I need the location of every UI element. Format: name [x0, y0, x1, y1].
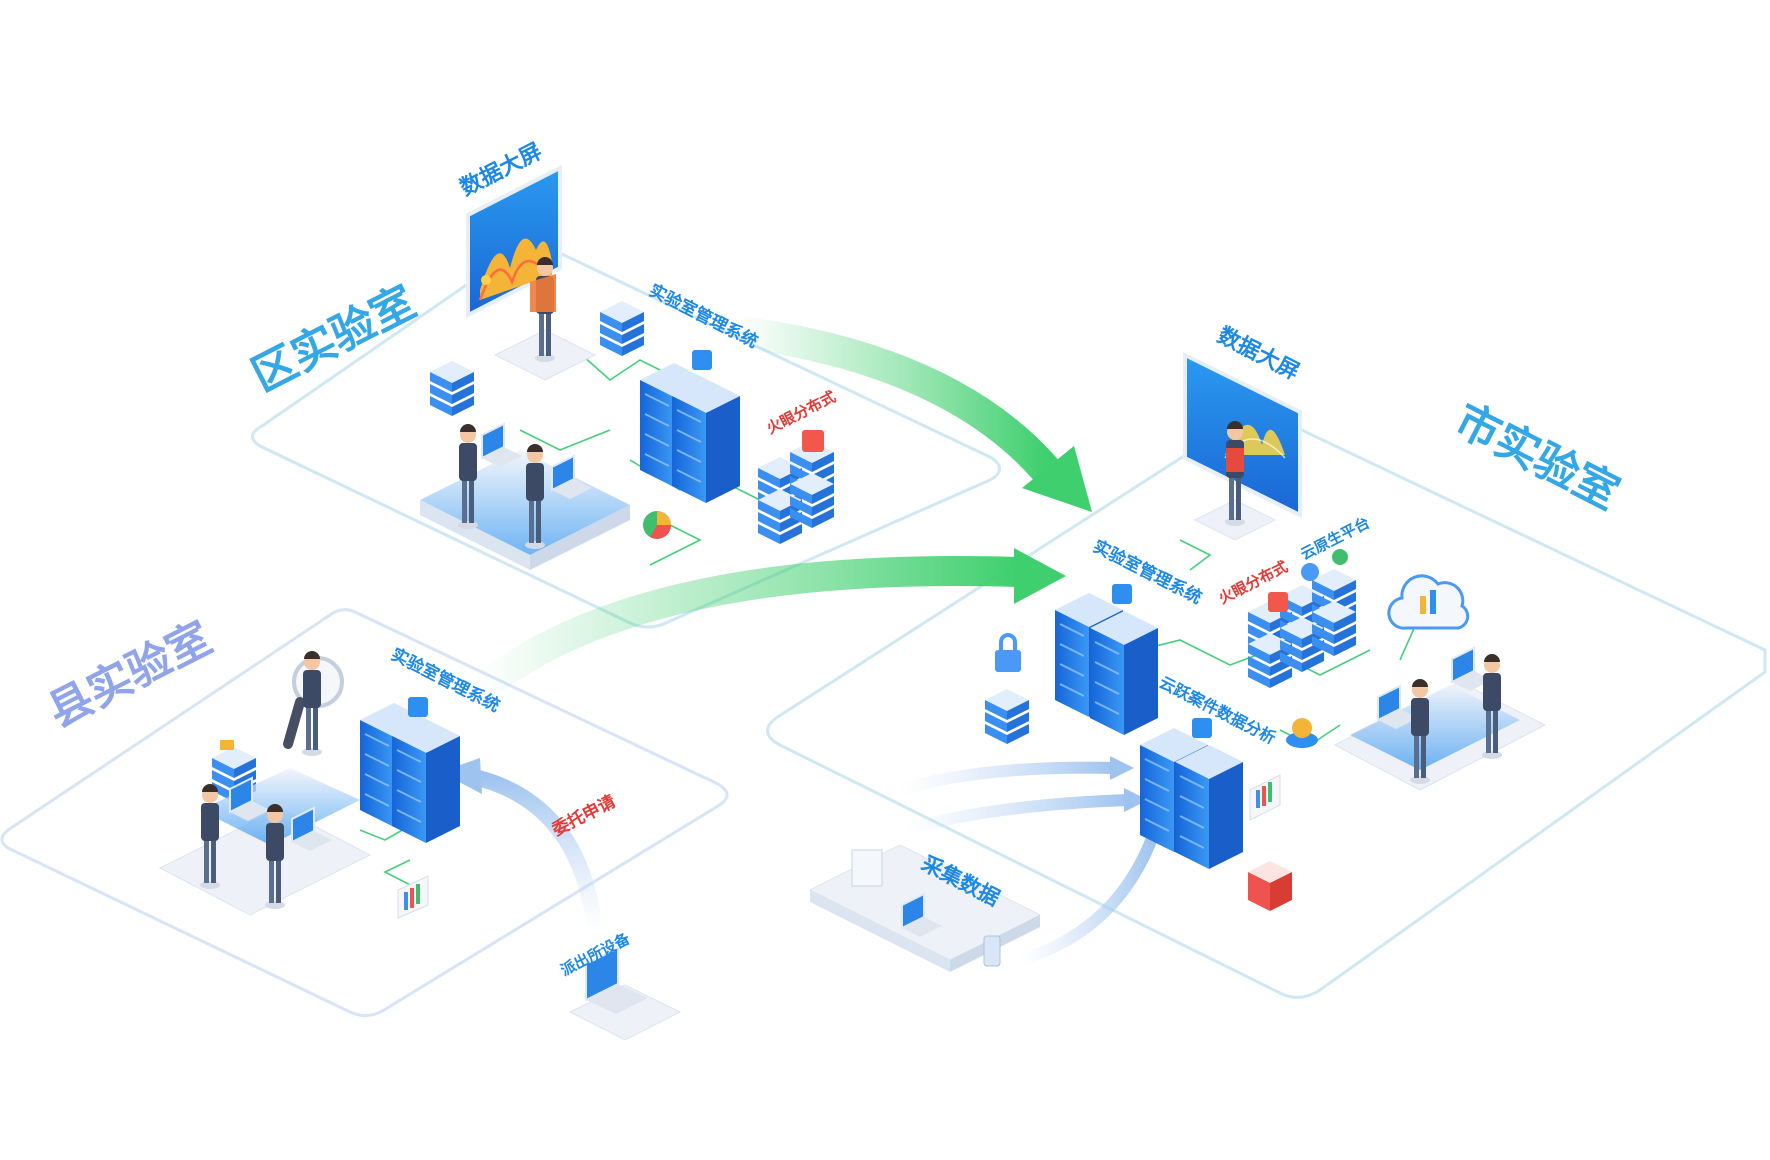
city-fire-eye-servers — [1248, 569, 1356, 688]
bar-chart-icon — [1249, 774, 1281, 821]
scale-icon — [408, 697, 428, 717]
shield-icon — [1192, 718, 1212, 738]
fire-eye-servers — [758, 430, 834, 544]
county-lab — [158, 651, 461, 919]
chrome-icon — [1332, 549, 1348, 565]
fire-eye-icon — [1268, 592, 1288, 612]
district-fire-label: 火眼分布式 — [764, 387, 839, 437]
city-lab-title: 市实验室 — [1447, 394, 1627, 519]
district-lab — [420, 164, 834, 570]
district-storage-top — [600, 301, 644, 356]
gear-icon — [1286, 718, 1318, 748]
police-device — [568, 946, 682, 1041]
district-lims-label: 实验室管理系统 — [646, 280, 762, 353]
fire-eye-icon — [802, 430, 824, 452]
county-zone-outline — [0, 608, 729, 1017]
scale-icon — [1112, 584, 1132, 604]
county-request-label: 委托申请 — [548, 791, 619, 841]
collect-platform — [808, 844, 1042, 972]
city-lab — [985, 351, 1547, 911]
city-storage — [985, 689, 1029, 744]
district-lab-title: 区实验室 — [244, 276, 424, 401]
district-to-city-arrow — [737, 316, 1092, 512]
pie-chart-icon — [643, 511, 671, 539]
request-arrow — [440, 758, 603, 931]
lock-icon — [995, 633, 1021, 672]
county-lab-title: 县实验室 — [40, 612, 220, 737]
city-lims-label: 实验室管理系统 — [1090, 536, 1206, 609]
phone-icon — [983, 935, 1001, 967]
document-icon — [851, 849, 883, 887]
cloud-icon — [1387, 574, 1470, 630]
bar-chart-icon — [397, 875, 429, 919]
district-storage-left — [430, 361, 474, 416]
scale-icon — [692, 350, 712, 370]
globe-icon — [1301, 563, 1319, 581]
red-storage-icon — [1248, 861, 1292, 911]
county-to-city-arrow — [470, 548, 1066, 702]
